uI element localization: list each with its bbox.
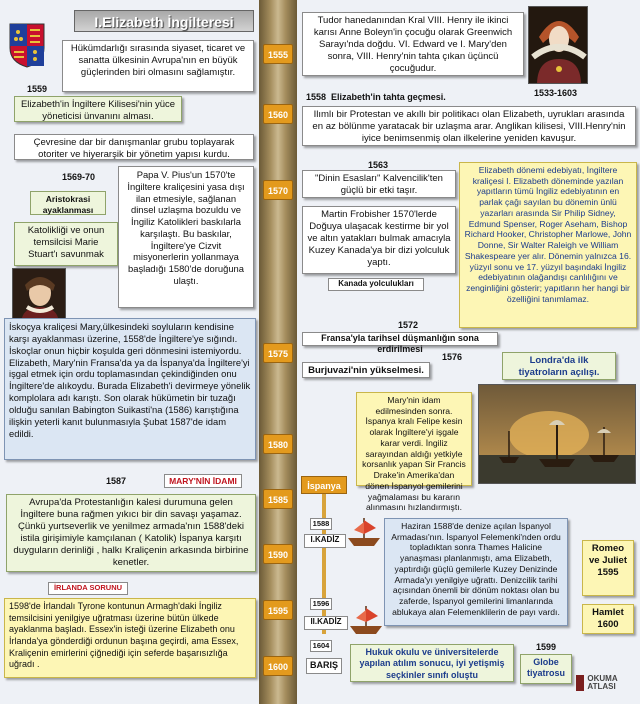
mary-stuart-box: İskoçya kraliçesi Mary,ülkesindeki soylu… [4, 318, 256, 460]
mary-portrait-image [12, 268, 66, 324]
timeline-year: 1600 [263, 656, 293, 676]
bourgeoisie-rise-box: Burjuvazi'nin yükselmesi. [302, 362, 430, 378]
book-icon [576, 675, 585, 691]
protestant-fortress-box: Avrupa'da Protestanlığın kalesi durumuna… [6, 494, 256, 572]
timeline-year: 1595 [263, 600, 293, 620]
year-label: 1558 [306, 92, 327, 102]
globe-theatre-box: Globe tiyatrosu [520, 654, 572, 684]
peace-label: BARIŞ [306, 658, 342, 674]
church-head-box: Elizabeth'in İngiltere Kilisesi'nin yüce… [14, 96, 182, 122]
timeline-year: 1555 [263, 44, 293, 64]
first-theatres-box: Londra'da ilk tiyatroların açılışı. [502, 352, 616, 380]
ship-icon [346, 516, 382, 548]
year-label: 1563 [368, 160, 389, 170]
year-label: 1576 [442, 352, 463, 362]
tudor-origin-box: Tudor hanedanından Kral VIII. Henry ile … [302, 12, 524, 76]
spain-marker: İspanya [301, 476, 347, 494]
year-label: 1599 [536, 642, 557, 652]
timeline-year: 1560 [263, 104, 293, 124]
accession-row: 1558 Elizabeth'in tahta geçmesi. [306, 92, 446, 102]
authoritarian-box: Çevresine dar bir danışmanlar grubu topl… [14, 134, 254, 160]
law-schools-box: Hukuk okulu ve üniversitelerde yapılan a… [350, 644, 514, 682]
timeline-year: 1570 [263, 180, 293, 200]
year-label: 1588 [310, 518, 332, 530]
catholic-defend-box: Katolikliği ve onun temsilcisi Marie Stu… [14, 222, 118, 266]
literature-box: Elizabeth dönemi edebiyatı, İngiltere kr… [459, 162, 637, 328]
armada-battle-image [478, 384, 636, 484]
mary-execution-label: MARY'NİN İDAMI [164, 474, 242, 488]
canada-voyages-label: Kanada yolculukları [328, 278, 424, 291]
ship-icon [348, 604, 384, 636]
reign-summary-box: Hükümdarlığı sırasında siyaset, ticaret … [62, 40, 254, 92]
elizabeth-portrait-image [528, 6, 588, 84]
ireland-box: 1598'de İrlandalı Tyrone kontunun Armagh… [4, 598, 256, 678]
timeline-year: 1585 [263, 489, 293, 509]
cadiz-one-label: I.KADİZ [304, 534, 346, 548]
timeline-year: 1575 [263, 343, 293, 363]
year-label: 1559 [27, 84, 48, 94]
page-title: I.Elizabeth İngilteresi [74, 10, 254, 32]
publisher-logo: OKUMA ATLASI [576, 670, 638, 696]
year-label: 1604 [310, 640, 332, 652]
year-label: 1569-70 [62, 172, 96, 182]
pope-pius-box: Papa V. Pius'un 1570'te İngiltere kraliç… [118, 166, 254, 308]
ireland-issue-label: İRLANDA SORUNU [48, 582, 128, 595]
year-label: 1596 [310, 598, 332, 610]
year-label: 1587 [106, 476, 127, 486]
frobisher-box: Martin Frobisher 1570'lerde Doğuya ulaşa… [302, 206, 456, 274]
timeline-year: 1580 [263, 434, 293, 454]
spain-connector [322, 494, 326, 634]
spain-invasion-box: Mary'nin idam edilmesinden sonra. İspany… [356, 392, 472, 512]
year-label: 1572 [398, 320, 419, 330]
aristocracy-revolt-label: Aristokrasi ayaklanması [30, 191, 106, 215]
hamlet-box: Hamlet 1600 [582, 604, 634, 634]
timeline-year: 1590 [263, 544, 293, 564]
france-hostility-end-box: Fransa'yla tarihsel düşmanlığın sona erd… [302, 332, 498, 354]
moderate-protestant-box: Ilımlı bir Protestan ve akıllı bir polit… [302, 106, 636, 146]
cadiz-two-label: II.KADİZ [304, 616, 348, 630]
accession-label: Elizabeth'in tahta geçmesi. [331, 92, 446, 102]
coat-of-arms-icon [8, 22, 46, 68]
articles-of-faith-box: "Dinin Esasları" Kalvencilik'ten güçlü b… [302, 170, 456, 198]
year-label: 1533-1603 [534, 88, 578, 98]
armada-defeat-box: Haziran 1588'de denize açılan İspanyol A… [384, 518, 568, 626]
romeo-juliet-box: Romeo ve Juliet 1595 [582, 540, 634, 596]
